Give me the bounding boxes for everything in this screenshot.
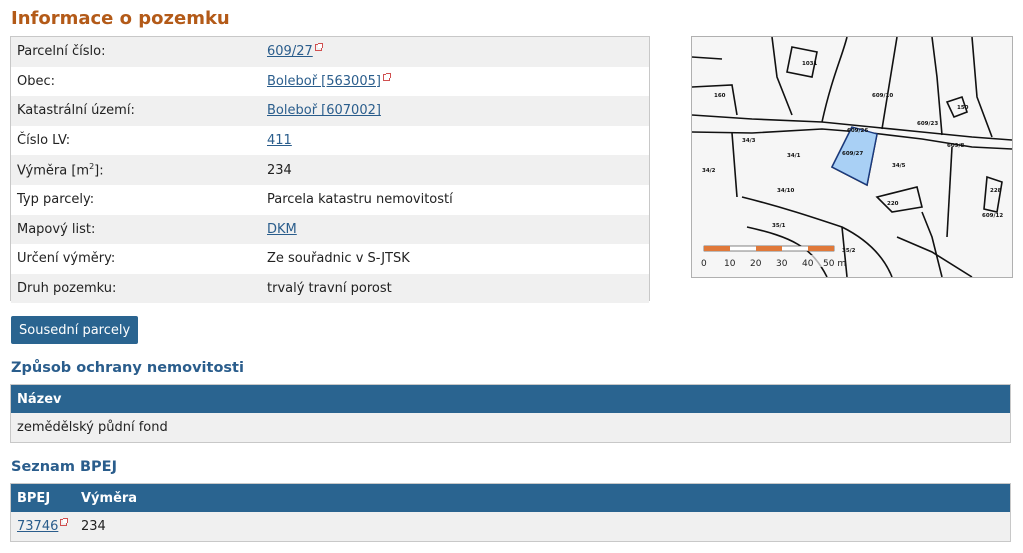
svg-text:1031: 1031 [802,61,817,67]
row-municipality: Obec: Boleboř [563005] [11,67,649,97]
svg-text:228: 228 [990,188,1002,194]
bpej-code-link[interactable]: 73746 [17,519,59,534]
svg-text:609/10: 609/10 [872,93,893,99]
svg-text:609/12: 609/12 [982,213,1003,219]
column-header-bpej: BPEJ [17,490,51,506]
label-parcel-type: Typ parcely: [17,192,95,208]
svg-text:34/10: 34/10 [777,188,794,194]
svg-text:0: 0 [701,259,707,269]
neighboring-parcels-button[interactable]: Sousední parcely [11,316,139,344]
svg-text:40: 40 [802,259,814,269]
svg-text:35/1: 35/1 [772,223,786,229]
map-scale-bar: 0 10 20 30 40 50 m [701,245,846,269]
label-land-type: Druh pozemku: [17,281,117,297]
parcel-number-link[interactable]: 609/27 [267,44,313,60]
svg-text:34/5: 34/5 [892,163,906,169]
cadastral-map[interactable]: 609/27 609/26 1031 609/23 609/8 609/12 3… [691,36,1013,278]
row-area-determination: Určení výměry: Ze souřadnic v S-JTSK [11,244,649,274]
row-parcel-type: Typ parcely: Parcela katastru nemovitost… [11,185,649,215]
row-lv-number: Číslo LV: 411 [11,126,649,156]
svg-text:10: 10 [724,259,736,269]
row-parcel-number: Parcelní číslo: 609/27 [11,37,649,67]
svg-text:50 m: 50 m [823,259,846,269]
column-header-area: Výměra [81,490,138,506]
protection-table: Název zemědělský půdní fond [10,384,1011,443]
value-area-determination: Ze souřadnic v S-JTSK [267,251,410,267]
row-map-sheet: Mapový list: DKM [11,214,649,245]
label-lv-number: Číslo LV: [17,133,71,149]
svg-text:220: 220 [887,201,899,207]
map-sheet-link[interactable]: DKM [267,221,297,237]
bpej-table: BPEJ Výměra 73746 234 [10,483,1011,542]
protection-type-cell: zemědělský půdní fond [17,420,168,435]
label-area-determination: Určení výměry: [17,251,116,267]
svg-text:30: 30 [776,259,788,269]
cadastral-area-link[interactable]: Boleboř [607002] [267,103,381,119]
bpej-table-header: BPEJ Výměra [11,484,1010,512]
svg-text:609/23: 609/23 [917,121,938,127]
svg-text:609/8: 609/8 [947,143,964,149]
row-cadastral-area: Katastrální území: Boleboř [607002] [11,96,649,126]
svg-text:35/2: 35/2 [842,248,856,254]
protection-table-header: Název [11,385,1010,413]
bpej-section-title: Seznam BPEJ [11,459,117,475]
table-row: 73746 234 [11,512,1010,541]
value-area: 234 [267,162,292,178]
svg-text:34/1: 34/1 [787,153,801,159]
row-land-type: Druh pozemku: trvalý travní porost [11,273,649,304]
svg-text:160: 160 [714,93,726,99]
lv-number-link[interactable]: 411 [267,133,292,149]
value-parcel-type: Parcela katastru nemovitostí [267,192,453,208]
row-area: Výměra [m2]: 234 [11,155,649,185]
external-link-icon[interactable] [382,72,391,81]
svg-text:609/26: 609/26 [847,128,868,134]
svg-text:34/2: 34/2 [702,168,716,174]
svg-text:609/27: 609/27 [842,151,863,157]
label-parcel-number: Parcelní číslo: [17,44,106,60]
municipality-link[interactable]: Boleboř [563005] [267,73,381,89]
value-land-type: trvalý travní porost [267,281,392,297]
svg-text:150: 150 [957,105,969,111]
external-link-icon[interactable] [314,43,323,52]
label-cadastral-area: Katastrální území: [17,103,135,119]
label-area: Výměra [m2]: [17,162,104,179]
svg-text:20: 20 [750,259,762,269]
parcel-info-table: Parcelní číslo: 609/27 Obec: Boleboř [56… [10,36,650,304]
protection-section-title: Způsob ochrany nemovitosti [11,360,244,376]
page-title: Informace o pozemku [11,8,230,29]
column-header-name: Název [17,391,62,407]
table-row: zemědělský půdní fond [11,413,1010,442]
svg-text:34/3: 34/3 [742,138,756,144]
cadastral-map-drawing: 609/27 609/26 1031 609/23 609/8 609/12 3… [692,37,1012,277]
label-map-sheet: Mapový list: [17,221,96,237]
external-link-icon[interactable] [60,518,69,526]
bpej-area-cell: 234 [81,519,106,534]
label-municipality: Obec: [17,73,56,89]
